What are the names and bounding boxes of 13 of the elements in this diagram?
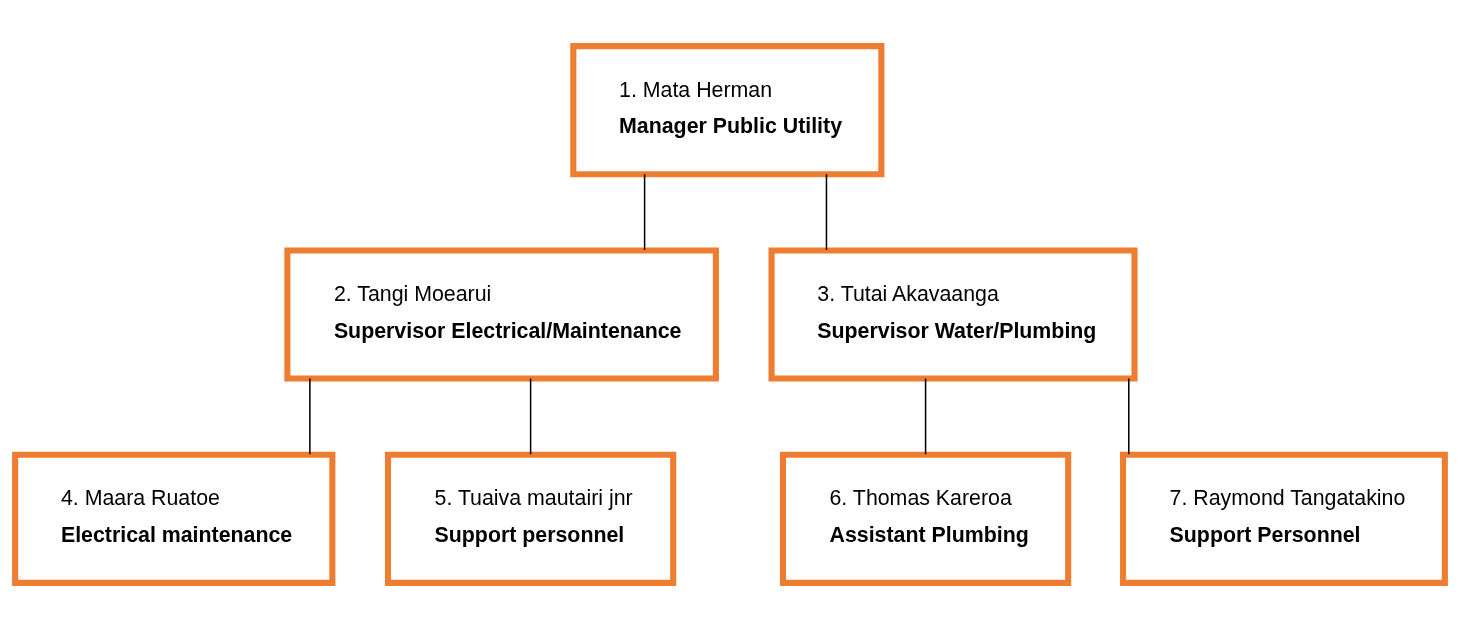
connector bbox=[924, 377, 927, 456]
node-box: 7. Raymond Tangatakino Support Personnel bbox=[1120, 451, 1448, 586]
connector bbox=[1128, 377, 1130, 456]
node-box: 3. Tutai Akavaanga Supervisor Water/Plumbing bbox=[768, 247, 1138, 382]
node-box: 1. Mata Herman Manager Public Utility bbox=[570, 43, 885, 178]
node-box: 6. Thomas Kareroa Assistant Plumbing bbox=[779, 451, 1072, 586]
connector bbox=[825, 173, 828, 251]
node-box: 2. Tangi Moearui Supervisor Electrical/Maintenance bbox=[284, 247, 719, 382]
connector bbox=[643, 173, 646, 251]
node-box: 4. Maara Ruatoe Electrical maintenance bbox=[12, 451, 336, 586]
node-box: 5. Tuaiva mautairi jnr Support personnel bbox=[384, 451, 677, 586]
connector bbox=[309, 377, 311, 456]
connector bbox=[529, 377, 532, 456]
